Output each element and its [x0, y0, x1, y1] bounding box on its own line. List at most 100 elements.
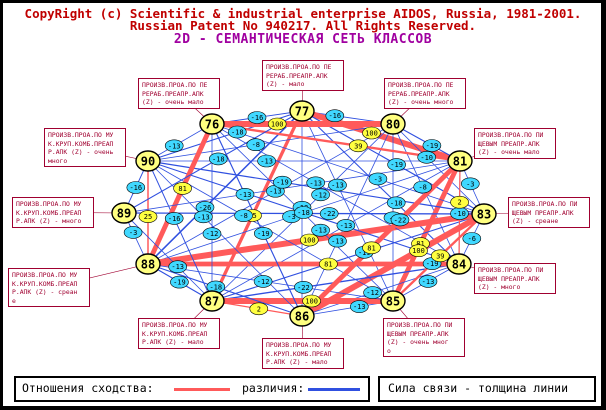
class-box-line: ПРОИЗВ.ПРОА.ПО ПИ	[512, 200, 578, 208]
edge-77-87	[210, 110, 304, 302]
class-box-line: е	[12, 296, 16, 305]
class-node-label: 86	[295, 310, 309, 324]
class-node-86[interactable]	[289, 305, 315, 327]
edge-value-bubble	[173, 182, 192, 195]
edge-value-label: -3	[466, 180, 474, 188]
edge-value-label: -13	[239, 191, 252, 199]
class-node-81[interactable]	[447, 150, 473, 172]
edge-value-bubble	[194, 210, 213, 224]
edge-value-bubble	[430, 249, 450, 263]
class-box-line: о	[387, 346, 391, 355]
legend-difference-swatch	[308, 388, 360, 391]
edge-value-label: -6	[468, 235, 476, 243]
class-node-85[interactable]	[380, 290, 406, 312]
edge-value-label: -18	[390, 199, 403, 207]
class-box-line: много	[48, 156, 68, 165]
edge-value-label: -19	[426, 142, 439, 150]
edge-value-bubble	[273, 175, 292, 189]
class-box-line: (Z) - много	[478, 283, 521, 292]
edge-value-label: -12	[206, 230, 219, 238]
edge-value-label: 81	[416, 240, 424, 248]
class-node-76[interactable]	[199, 113, 225, 135]
class-box-line: ПРОИЗВ.ПРОА.ПО МУ	[12, 271, 78, 279]
edge-value-label: 81	[324, 261, 332, 269]
class-box-line: Р.АПК (Z) - среан	[12, 288, 78, 297]
class-node-label: 76	[205, 118, 219, 132]
class-node-label: 83	[477, 208, 491, 222]
edge-value-label: 100	[412, 247, 425, 255]
edge-value-bubble	[450, 195, 469, 209]
edge-value-label: 100	[305, 298, 318, 306]
class-box-line: ПРОИЗВ.ПРОА.ПО ПЕ	[142, 81, 208, 89]
class-box-line: ПРОИЗВ.ПРОА.ПО ПЕ	[388, 81, 454, 89]
edge-value-bubble	[319, 207, 339, 220]
edge-value-bubble	[257, 154, 276, 168]
edge-value-label: -19	[390, 161, 403, 169]
class-box-line: К.КРУП.КОМБ.ПРЕАП	[12, 279, 78, 288]
class-box-line: (Z) - среане	[512, 217, 559, 226]
class-node-label: 80	[386, 118, 400, 132]
edge-value-bubble	[387, 158, 406, 171]
edge-value-bubble	[302, 294, 321, 308]
edge-value-bubble	[253, 275, 273, 288]
legend-similarity-label: Отношения сходства:	[22, 381, 154, 395]
class-node-87[interactable]	[199, 290, 225, 312]
edge-value-label: -13	[171, 263, 184, 271]
class-box-line: (Z) - очень мало	[142, 98, 204, 107]
edge-value-bubble	[413, 180, 433, 194]
class-node-80[interactable]	[380, 113, 406, 135]
edge-value-bubble	[362, 126, 381, 140]
edge-86-88	[147, 263, 303, 317]
edge-value-label: 2	[257, 305, 261, 313]
class-box-line: ПРОИЗВ.ПРОА.ПО МУ	[48, 131, 114, 139]
edge-value-label: -18	[231, 129, 244, 137]
edge-value-label: -13	[422, 278, 435, 286]
edge-value-label: -8	[418, 184, 426, 192]
edge-value-label: -12	[366, 289, 379, 297]
class-node-label: 90	[141, 155, 155, 169]
edge-value-bubble	[234, 209, 253, 222]
edge-value-bubble	[306, 176, 326, 190]
class-node-83[interactable]	[471, 203, 497, 225]
edge-value-bubble	[235, 188, 255, 201]
edge-value-label: -13	[340, 222, 353, 230]
legend-strength-label: Сила связи - толщина линии	[388, 381, 569, 395]
class-box-line: К.КРУП.КОМБ.ПРЕАП	[16, 208, 82, 217]
edge-value-bubble	[247, 111, 267, 124]
edge-value-label: -26	[199, 204, 212, 212]
edge-value-label: -22	[323, 210, 336, 218]
edge-value-bubble	[368, 172, 388, 186]
class-node-label: 89	[117, 207, 131, 221]
edge-77-88	[147, 110, 303, 265]
edge-value-bubble	[126, 181, 146, 194]
edge-77-85	[301, 110, 394, 302]
edge-value-bubble	[390, 213, 410, 227]
edge-value-label: 81	[178, 185, 186, 193]
class-box-line: К.КРУП.КОМБ.ПРЕАП	[48, 139, 114, 148]
edge-value-bubble	[249, 302, 269, 316]
class-node-90[interactable]	[135, 150, 161, 172]
class-box-line: Р.АПК (Z) - много	[16, 217, 82, 226]
class-node-84[interactable]	[446, 253, 472, 275]
class-node-label: 85	[386, 295, 400, 309]
edge-value-bubble	[294, 206, 313, 219]
edge-value-bubble	[417, 151, 437, 164]
class-box-line: ПРОИЗВ.ПРОА.ПО ПИ	[478, 131, 544, 139]
class-box-line: ЩЕВЫМ ПРЕАПР.АПК	[478, 139, 540, 148]
edge-value-label: -13	[331, 182, 344, 190]
edge-value-label: -12	[314, 191, 327, 199]
edge-value-label: 25	[144, 213, 152, 221]
class-node-88[interactable]	[135, 253, 161, 275]
class-node-89[interactable]	[111, 202, 137, 224]
class-box-line: ПРОИЗВ.ПРОА.ПО МУ	[266, 341, 332, 349]
edge-value-bubble	[209, 152, 228, 166]
class-box-line: РЕРАБ.ПРЕАПР.АПК	[388, 89, 450, 98]
class-node-77[interactable]	[289, 100, 315, 122]
class-box-line: Р.АПК (Z) - мало	[142, 338, 204, 347]
